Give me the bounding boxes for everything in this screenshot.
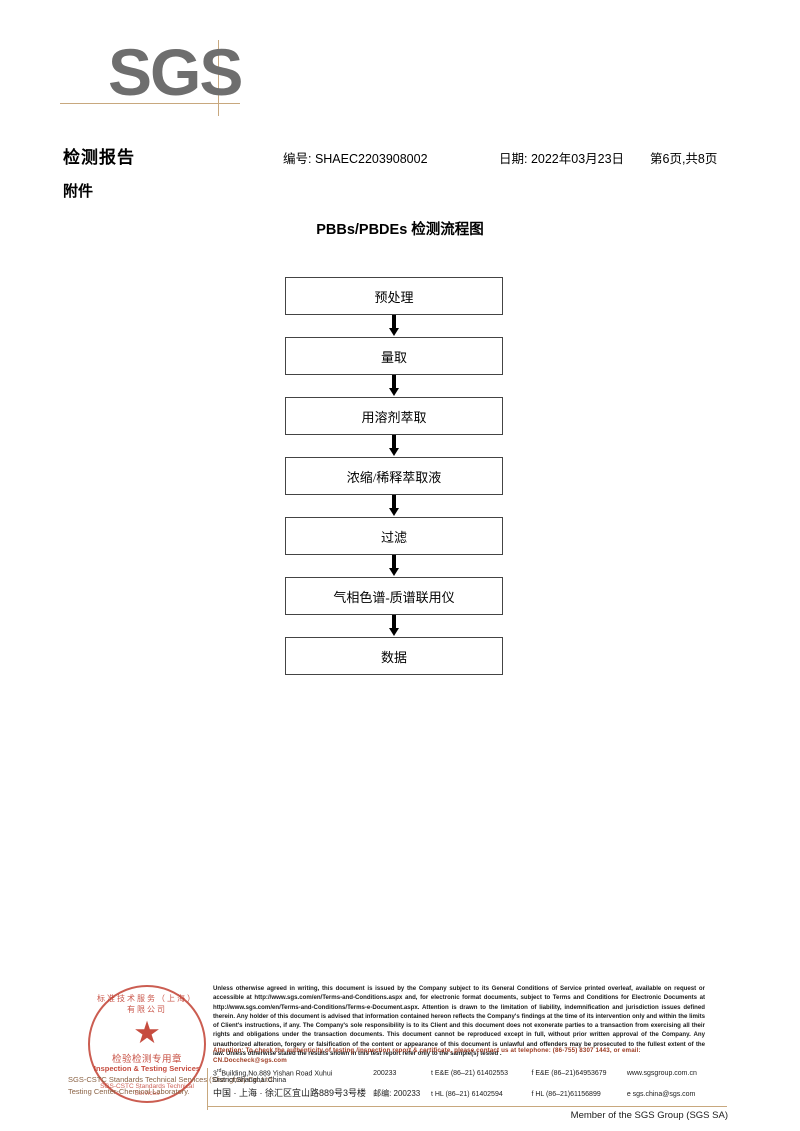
address-postcode-en: 200233 bbox=[373, 1070, 397, 1078]
stamp-cn-text: 检验检测专用章 bbox=[111, 1054, 182, 1065]
address-tel-en: t E&E (86–21) 61402553 bbox=[430, 1070, 509, 1078]
address-street-en: 3rdBuilding,No.889 Yishan Road Xuhui Dis… bbox=[213, 1068, 373, 1084]
address-website: www.sgsgroup.com.cn bbox=[626, 1070, 697, 1078]
company-name-line1: SGS-CSTC Standards Technical Services (S… bbox=[68, 1075, 275, 1084]
flow-box-measure: 量取 bbox=[285, 337, 503, 375]
flow-arrow-down-icon bbox=[285, 375, 503, 397]
flow-arrow-down-icon bbox=[285, 495, 503, 517]
address-street-prefix: 3 bbox=[213, 1070, 217, 1078]
address-tel-cn: t HL (86–21) 61402594 bbox=[430, 1091, 503, 1098]
legal-disclaimer-text: Unless otherwise agreed in writing, this… bbox=[213, 985, 705, 1057]
logo-vertical-rule bbox=[218, 40, 220, 116]
logo-wordmark: SGS bbox=[108, 35, 243, 109]
footer-address-block: 3rdBuilding,No.889 Yishan Road Xuhui Dis… bbox=[213, 1068, 729, 1104]
sgs-logo: SGS bbox=[60, 34, 260, 122]
stamp-ring bbox=[88, 985, 206, 1103]
address-street-cn: 中国 · 上海 · 徐汇区宜山路889号3号楼 bbox=[213, 1088, 367, 1098]
flow-box-filter: 过滤 bbox=[285, 517, 503, 555]
flow-box-solvent-extraction: 用溶剂萃取 bbox=[285, 397, 503, 435]
sgs-group-member-line: Member of the SGS Group (SGS SA) bbox=[570, 1110, 728, 1121]
flow-box-concentrate-dilute: 浓缩/稀释萃取液 bbox=[285, 457, 503, 495]
logo-horizontal-rule bbox=[60, 103, 240, 105]
flow-step: 用溶剂萃取 bbox=[285, 397, 503, 435]
footer-horizontal-divider bbox=[207, 1106, 727, 1108]
page-footer: 标准技术服务（上海）有限公司 ★ 检验检测专用章 Inspection & Te… bbox=[0, 975, 800, 1131]
flow-box-data: 数据 bbox=[285, 637, 503, 675]
address-row-cn: 中国 · 上海 · 徐汇区宜山路889号3号楼 邮编: 200233 t HL … bbox=[213, 1086, 729, 1104]
address-street-text: Building,No.889 Yishan Road Xuhui Distri… bbox=[213, 1070, 333, 1085]
footer-vertical-divider bbox=[207, 1068, 209, 1110]
flow-step: 浓缩/稀释萃取液 bbox=[285, 457, 503, 495]
attachment-label: 附件 bbox=[63, 183, 94, 200]
flow-arrow-down-icon bbox=[285, 615, 503, 637]
page-indicator: 第6页,共8页 bbox=[650, 152, 718, 166]
flow-arrow-down-icon bbox=[285, 435, 503, 457]
company-name-line2: Testing Center-Chemical Laboratory. bbox=[68, 1087, 190, 1096]
address-fax-en: f E&E (86–21)64953679 bbox=[531, 1070, 607, 1078]
address-street-sup: rd bbox=[216, 1068, 222, 1074]
flowchart-title: PBBs/PBDEs 检测流程图 bbox=[316, 222, 484, 238]
flow-arrow-down-icon bbox=[285, 555, 503, 577]
flow-step: 量取 bbox=[285, 337, 503, 375]
stamp-arc-bottom-text: SGS-CSTC Standards Technical Services bbox=[100, 1083, 194, 1097]
report-number: 编号: SHAEC2203908002 bbox=[283, 152, 428, 166]
flow-step: 气相色谱-质谱联用仪 bbox=[285, 577, 503, 615]
flow-box-gcms: 气相色谱-质谱联用仪 bbox=[285, 577, 503, 615]
company-stamp-icon: 标准技术服务（上海）有限公司 ★ 检验检测专用章 Inspection & Te… bbox=[88, 985, 206, 1103]
address-email: e sgs.china@sgs.com bbox=[626, 1091, 696, 1098]
star-icon: ★ bbox=[133, 1015, 161, 1050]
flow-step: 过滤 bbox=[285, 517, 503, 555]
report-date: 日期: 2022年03月23日 bbox=[499, 152, 625, 166]
address-fax-cn: f HL (86–21)61156899 bbox=[531, 1091, 601, 1098]
stamp-arc-top-text: 标准技术服务（上海）有限公司 bbox=[97, 994, 197, 1014]
address-row-en: 3rdBuilding,No.889 Yishan Road Xuhui Dis… bbox=[213, 1068, 729, 1086]
flow-step: 预处理 bbox=[285, 277, 503, 315]
address-postcode-cn: 邮编: 200233 bbox=[373, 1089, 421, 1098]
attention-notice-text: Attention: To check the authenticity of … bbox=[213, 1047, 641, 1064]
page-title: 检测报告 bbox=[63, 148, 135, 167]
flow-step: 数据 bbox=[285, 637, 503, 675]
stamp-en-text: Inspection & Testing Services bbox=[93, 1064, 201, 1073]
flow-arrow-down-icon bbox=[285, 315, 503, 337]
flowchart: 预处理 量取 用溶剂萃取 浓缩/稀释萃取液 过滤 气相色谱-质谱联用仪 数据 bbox=[285, 277, 503, 675]
flow-box-pretreatment: 预处理 bbox=[285, 277, 503, 315]
